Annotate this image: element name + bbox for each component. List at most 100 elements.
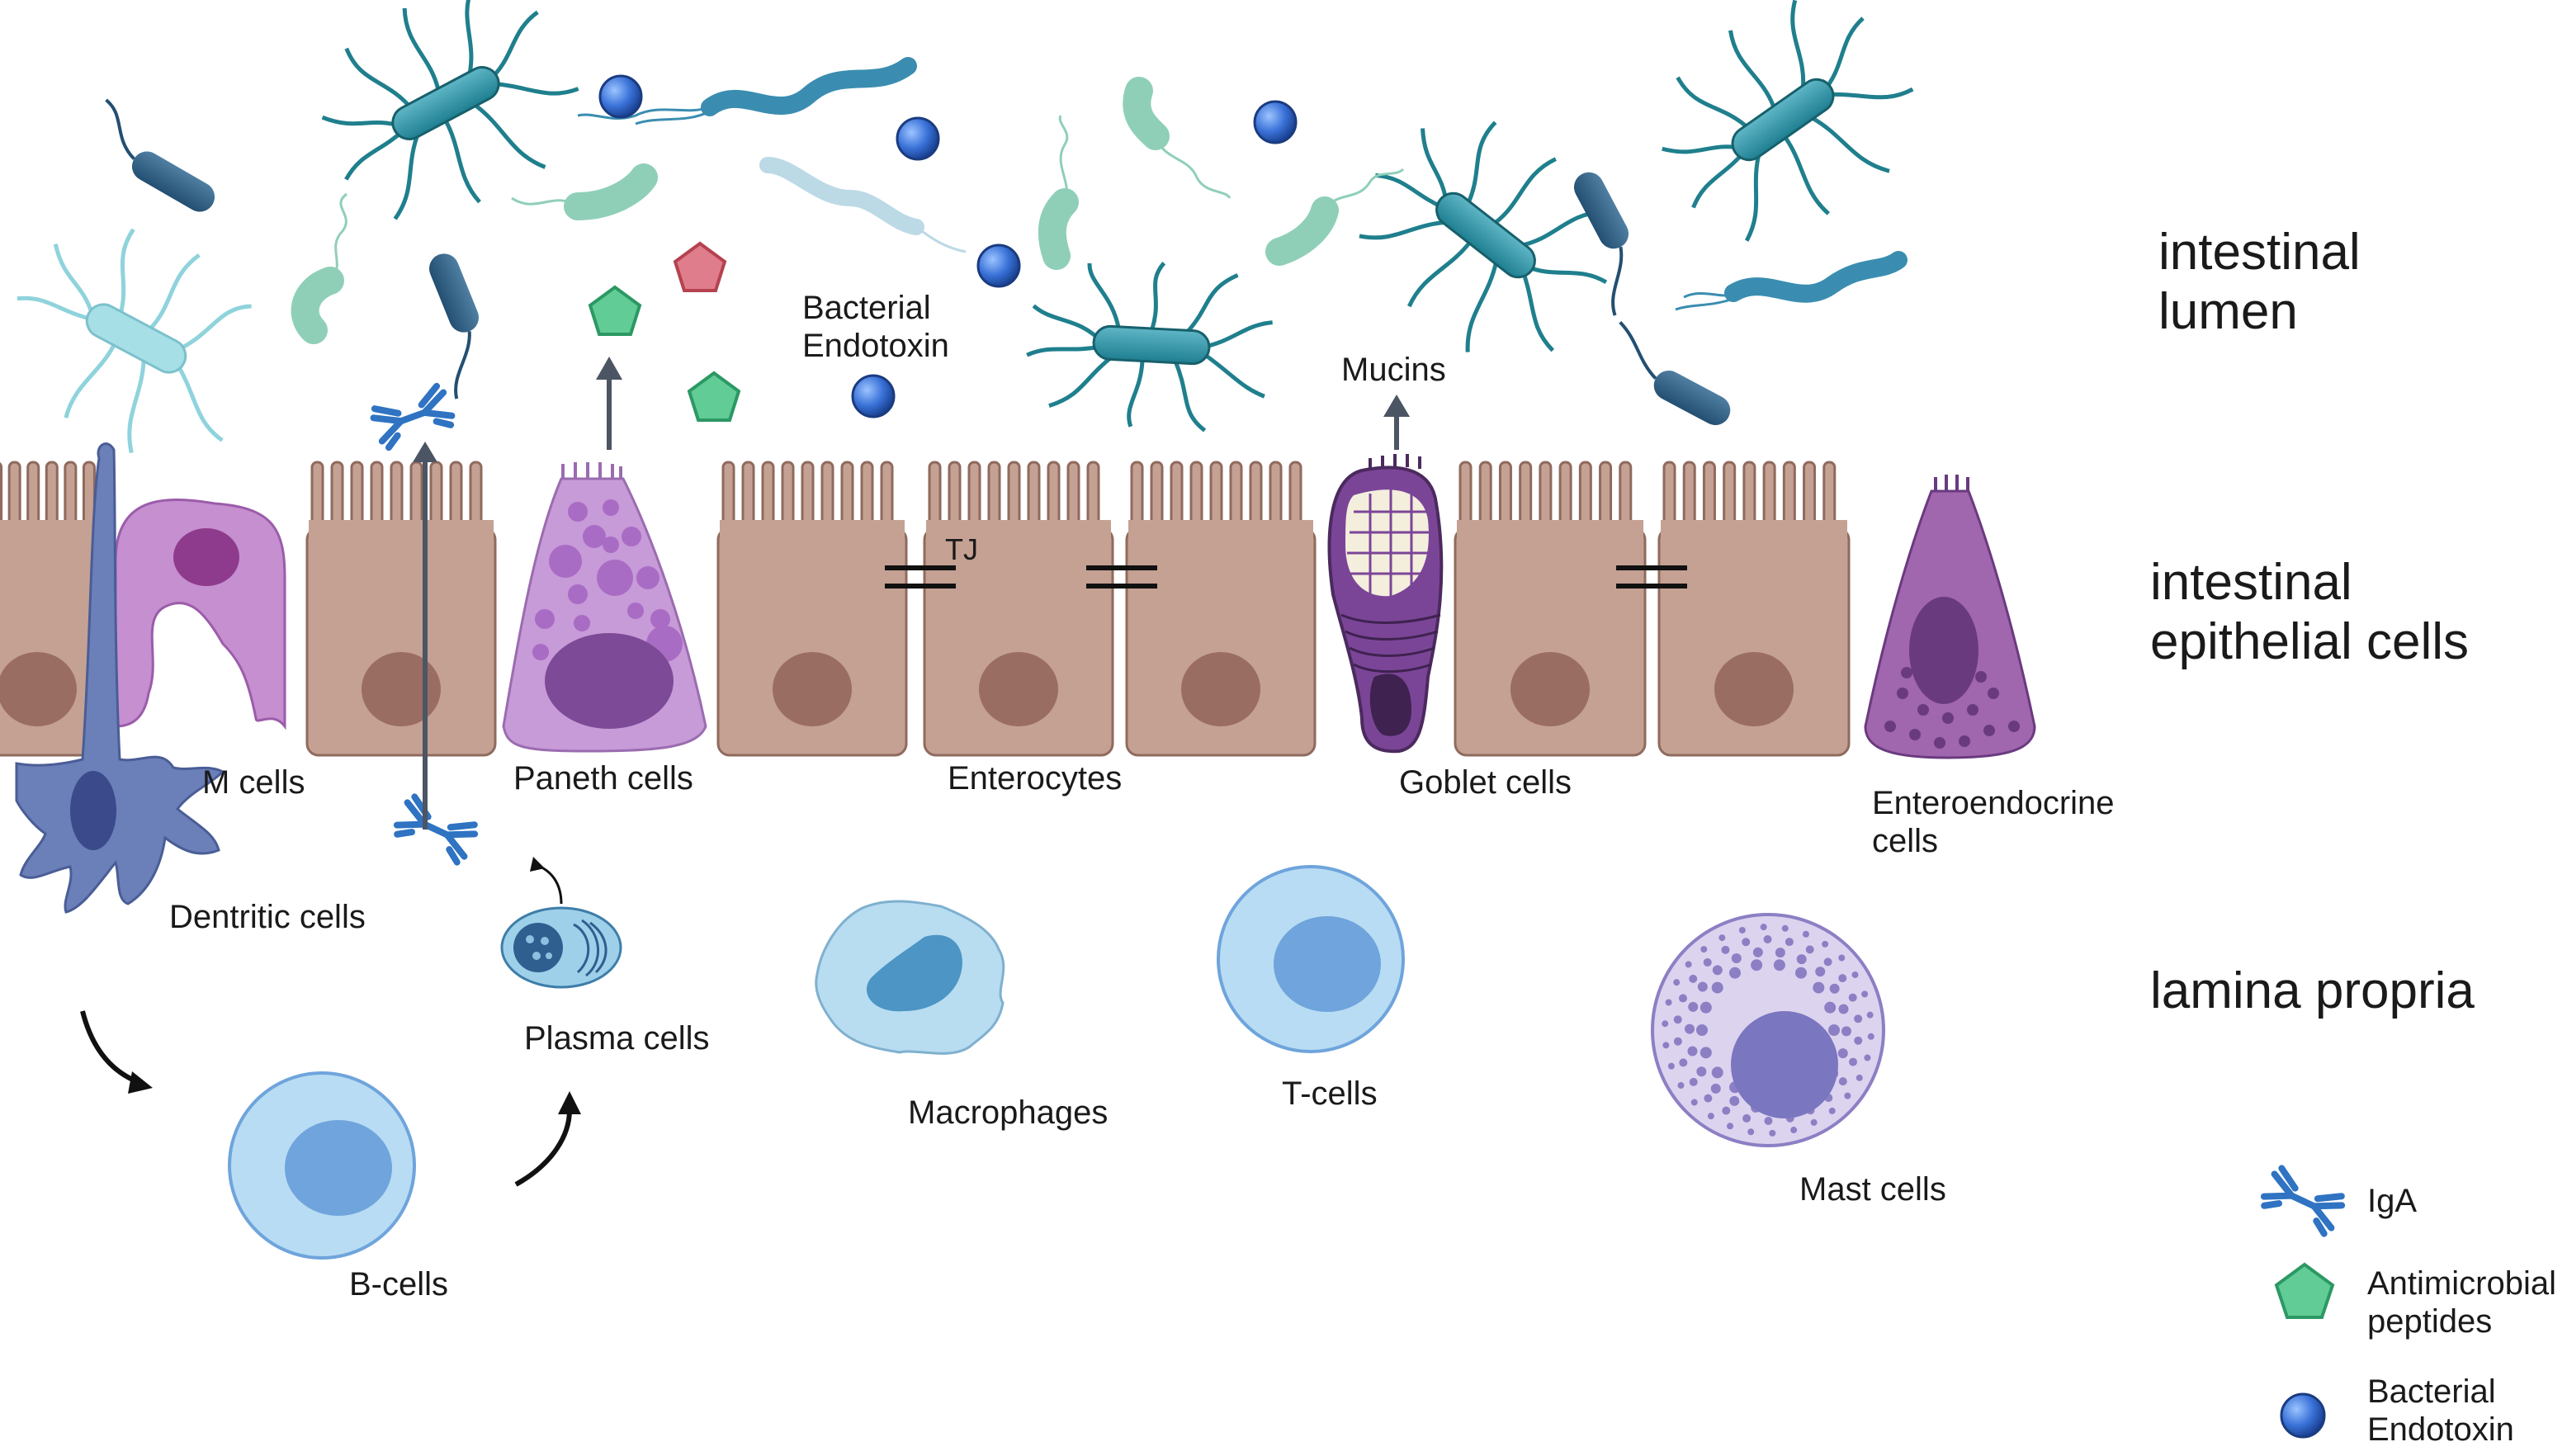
granule <box>1796 954 1807 965</box>
bacterium-vibrio <box>1038 115 1079 270</box>
granule <box>1866 1011 1874 1019</box>
granule <box>1679 1058 1688 1067</box>
plasma-cell <box>500 906 622 989</box>
bacterium-vibrio <box>511 163 658 220</box>
granule <box>1838 974 1847 983</box>
label-b-cells: B-cells <box>349 1266 449 1302</box>
granule <box>1738 926 1746 934</box>
bacterium-rod <box>1619 320 1731 426</box>
granule <box>1867 1033 1874 1040</box>
granule <box>1851 971 1859 978</box>
enterocyte-cell <box>716 461 908 757</box>
bacterium-peritrichous <box>321 0 579 220</box>
granule <box>1707 1113 1714 1120</box>
bacterium-spiral-faded <box>759 157 967 253</box>
epithelium-layer <box>0 461 1851 757</box>
legend-label-amp: Antimicrobial peptides <box>2367 1265 2556 1340</box>
dendritic-cell <box>15 442 225 914</box>
granule <box>1775 948 1785 958</box>
granule <box>1828 1107 1836 1114</box>
endotoxin-sphere-icon <box>976 243 1021 288</box>
endotoxin-sphere-icon <box>598 74 643 119</box>
mast-cell <box>1651 913 1885 1147</box>
enterocyte-cell <box>0 461 109 757</box>
bacterium-rod <box>1573 172 1629 316</box>
iga-icon <box>370 382 456 451</box>
endotoxin-sphere-icon <box>1253 100 1298 144</box>
granule <box>1731 953 1742 964</box>
goblet-cell <box>1327 454 1444 754</box>
granule <box>1662 1042 1670 1049</box>
enterocyte-cell <box>1125 461 1317 757</box>
granule <box>1802 930 1809 938</box>
enterocyte-cell <box>305 461 497 757</box>
granule <box>1729 967 1741 979</box>
granule <box>1752 947 1763 957</box>
granule <box>1722 1106 1731 1115</box>
macrophage <box>815 900 1005 1055</box>
granule <box>1829 983 1840 994</box>
granule <box>1861 990 1869 998</box>
granule <box>1688 1001 1699 1012</box>
granule <box>1934 737 1945 749</box>
granule <box>1727 1123 1734 1130</box>
granule <box>1790 1127 1798 1134</box>
enteroendocrine-cell <box>1864 475 2036 759</box>
amp-secretion-arrow <box>596 357 622 450</box>
granule <box>1822 940 1829 948</box>
bacterium-vibrio <box>291 192 347 344</box>
enterocyte-cell <box>1657 461 1851 757</box>
label-m-cells: M cells <box>202 764 305 801</box>
granule <box>1983 725 1995 736</box>
granule <box>1901 667 1912 678</box>
granule <box>1828 1024 1840 1036</box>
granule <box>1685 1023 1695 1034</box>
legend-amp-icon <box>2274 1262 2335 1319</box>
granule <box>1710 1083 1721 1094</box>
granule <box>1696 1066 1707 1077</box>
granule <box>1678 994 1687 1003</box>
granule <box>1700 1047 1712 1059</box>
bacterium-vibrio <box>1123 77 1231 199</box>
m-cell <box>114 498 286 730</box>
region-label-lumen: intestinal lumen <box>2158 224 2361 340</box>
granule <box>1795 967 1807 979</box>
granule <box>1917 704 1929 716</box>
label-plasma-cells: Plasma cells <box>524 1020 710 1057</box>
enterocyte-cell <box>1454 461 1647 757</box>
endotoxin-sphere-icon <box>851 374 896 418</box>
granule <box>1665 999 1672 1006</box>
amp-pentagon-icon <box>687 371 741 422</box>
endotoxin-sphere-icon <box>896 116 940 161</box>
granule <box>1747 1128 1755 1136</box>
paneth-cell <box>502 462 707 753</box>
plasma-iga-arrow <box>530 857 563 905</box>
granule <box>1685 961 1692 968</box>
bacterium-peritrichous <box>1359 121 1608 352</box>
amp-pentagon-icon <box>588 285 642 336</box>
granule <box>1690 1099 1698 1106</box>
granule <box>1815 967 1826 977</box>
lumen-microbes <box>17 0 1914 454</box>
label-macrophages: Macrophages <box>908 1094 1109 1131</box>
granule <box>1700 1001 1712 1014</box>
granule <box>1712 965 1723 976</box>
granule <box>1838 954 1846 962</box>
granule <box>1764 1116 1773 1125</box>
granule <box>2008 721 2020 732</box>
granule <box>1696 1024 1708 1036</box>
granule <box>1667 1062 1675 1070</box>
bacterium-spiral <box>1675 251 1908 311</box>
granule <box>1687 1046 1698 1057</box>
dc-to-bcell-arrow <box>80 1010 153 1094</box>
granule <box>1864 1054 1871 1061</box>
granule <box>1689 1077 1698 1086</box>
granule <box>1673 1015 1682 1024</box>
granule <box>1721 945 1730 954</box>
label-mucins: Mucins <box>1341 352 1446 388</box>
red-peptide-icon <box>673 241 727 292</box>
granule <box>1849 1057 1858 1066</box>
granule <box>1662 1020 1669 1028</box>
label-enterocytes: Enterocytes <box>948 760 1123 797</box>
